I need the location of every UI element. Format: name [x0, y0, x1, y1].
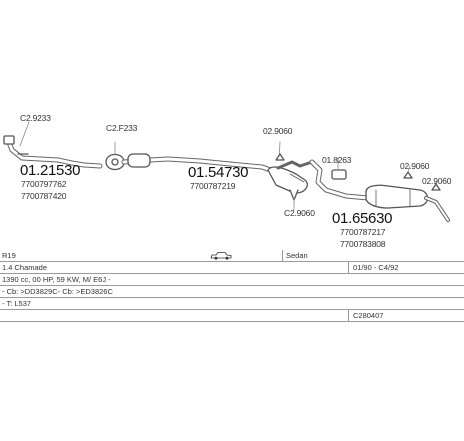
model-cell: R19 [2, 251, 16, 260]
divider [348, 262, 349, 273]
middle-pipe-code: 01.54730 [188, 164, 249, 181]
front-pipe-oem-2: 7700787420 [21, 191, 67, 201]
middle-pipe-drawing [121, 153, 279, 175]
rear-pipe-drawing [309, 157, 371, 201]
front-pipe-code: 01.21530 [20, 162, 81, 179]
clamp-1-code: C2.9233 [20, 113, 51, 123]
row-variant: 1.4 Chamade 01/90 - C4/92 [0, 262, 464, 274]
row-model: R19 Sedan [0, 250, 464, 262]
clamp-3-code: 01.8263 [322, 155, 352, 165]
row-notes-2: - T: L537 [0, 298, 464, 310]
catalogue-cell: C280407 [353, 311, 384, 320]
rear-silencer-oem-1: 7700787217 [340, 227, 386, 237]
body-cell: Sedan [286, 251, 308, 260]
row-notes-1: - Cb: >DD3829C- Cb: >ED3826C [0, 286, 464, 298]
engine-cell: 1390 cc, 00 HP, 59 KW, M/ E6J - [2, 275, 111, 284]
front-pipe-oem-1: 7700797762 [21, 179, 67, 189]
rubber-1-code: 02.9060 [263, 126, 293, 136]
intermediate-silencer-drawing [267, 141, 314, 211]
variant-cell: 1.4 Chamade [2, 263, 48, 272]
clamp-2-code: C2.F233 [106, 123, 138, 133]
exhaust-drawing [3, 121, 450, 222]
rubber-2-code: C2.9060 [284, 208, 315, 218]
middle-pipe-oem: 7700787219 [190, 181, 236, 191]
exhaust-system-diagram: C2.9233 01.21530 7700797762 7700787420 C… [3, 113, 452, 248]
rear-silencer-drawing [365, 165, 450, 222]
divider [282, 250, 283, 261]
rear-silencer-code: 01.65630 [332, 210, 393, 227]
rubber-4-code: 02.9060 [422, 176, 452, 186]
notes-2-cell: - T: L537 [2, 299, 32, 308]
years-cell: 01/90 - C4/92 [353, 263, 399, 272]
row-catalogue: C280407 [0, 310, 464, 322]
rubber-3-code: 02.9060 [400, 161, 430, 171]
divider [348, 310, 349, 321]
row-engine: 1390 cc, 00 HP, 59 KW, M/ E6J - [0, 274, 464, 286]
sedan-car-icon [210, 251, 232, 262]
rear-silencer-oem-2: 7700783808 [340, 239, 386, 249]
clamp-2-drawing [105, 141, 125, 171]
notes-1-cell: - Cb: >DD3829C- Cb: >ED3826C [2, 287, 113, 296]
front-pipe-drawing [3, 121, 103, 169]
